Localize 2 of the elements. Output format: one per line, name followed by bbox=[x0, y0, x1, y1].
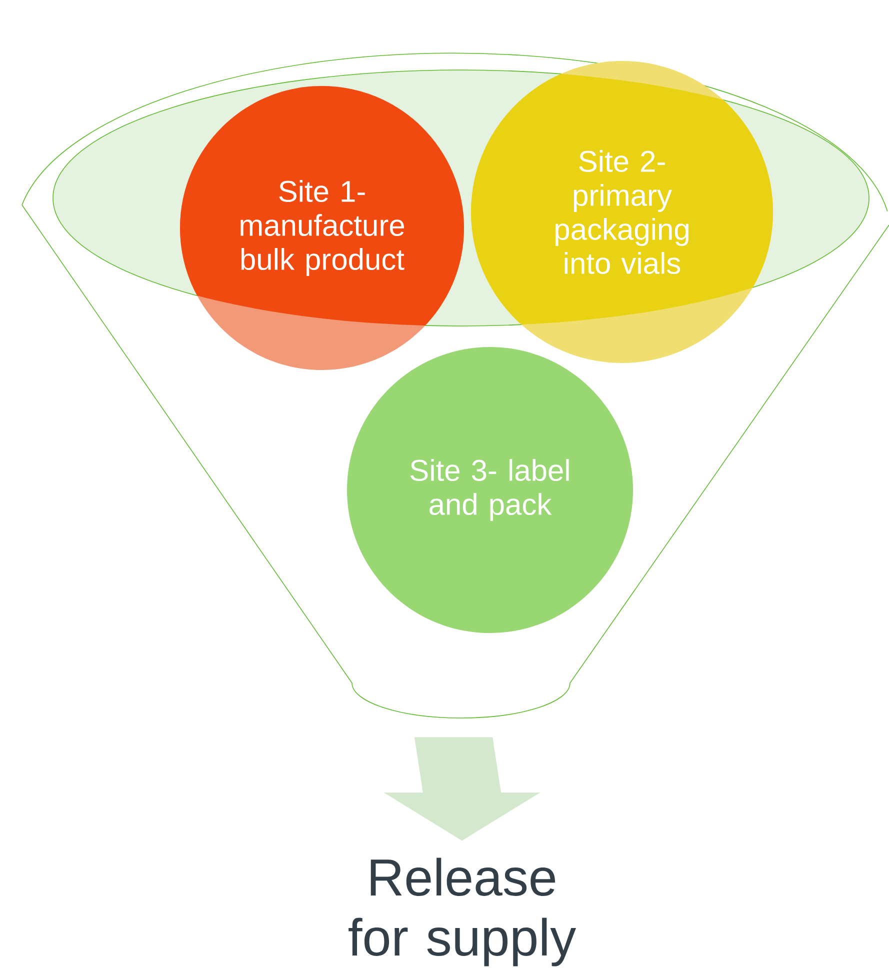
result-text: Release for supply bbox=[348, 858, 576, 966]
block-arrow bbox=[384, 737, 540, 841]
